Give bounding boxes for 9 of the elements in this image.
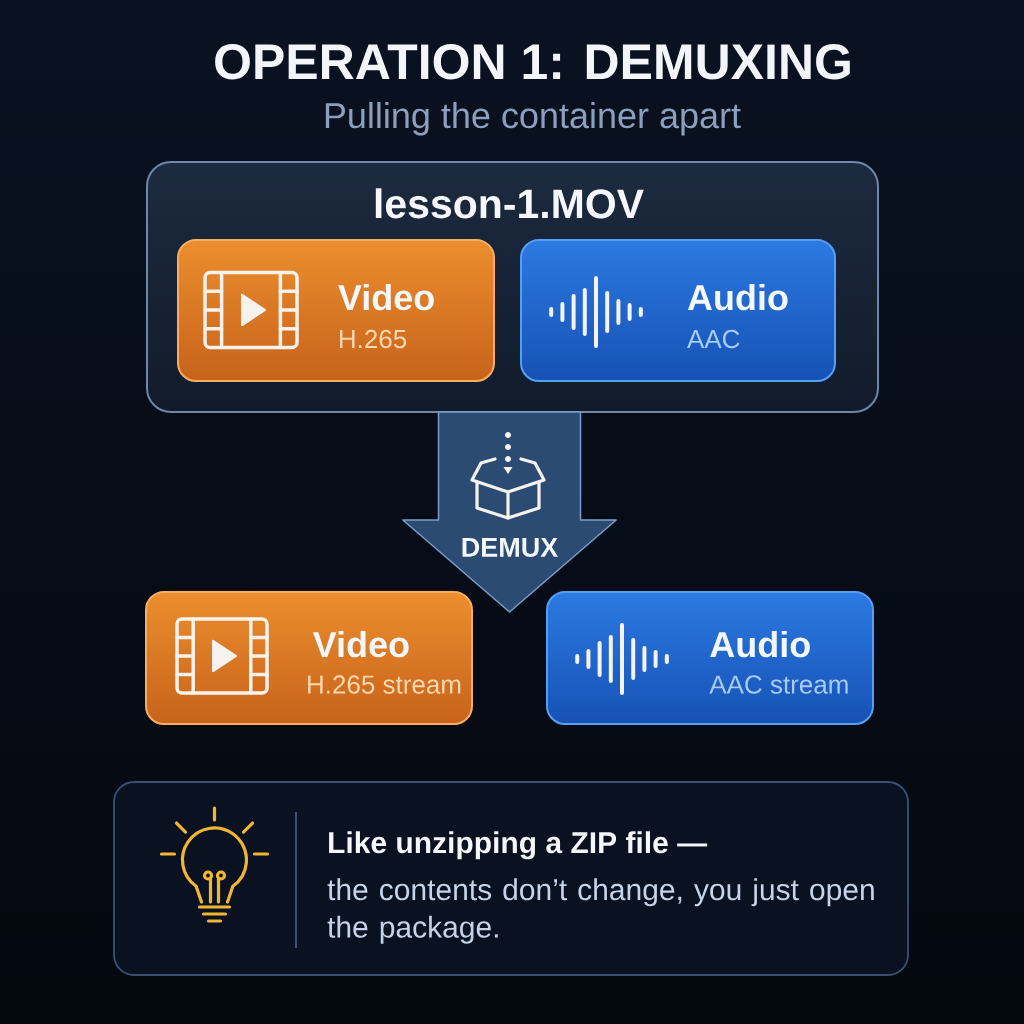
block-arrow: [402, 411, 617, 613]
subtitle: Pulling the container apart: [325, 101, 741, 136]
video-box: Video H.265: [177, 239, 495, 382]
video-box: Video H.265 stream: [145, 591, 473, 725]
audio-box: Audio AAC: [520, 239, 836, 382]
title: OPERATION 1: DEMUXING: [215, 44, 850, 80]
note-box: Like unzipping a ZIP file — the contents don’t change, you just open the package.: [113, 781, 909, 976]
edge-label: DEMUX: [458, 536, 561, 559]
audio-box: Audio AAC stream: [546, 591, 874, 725]
